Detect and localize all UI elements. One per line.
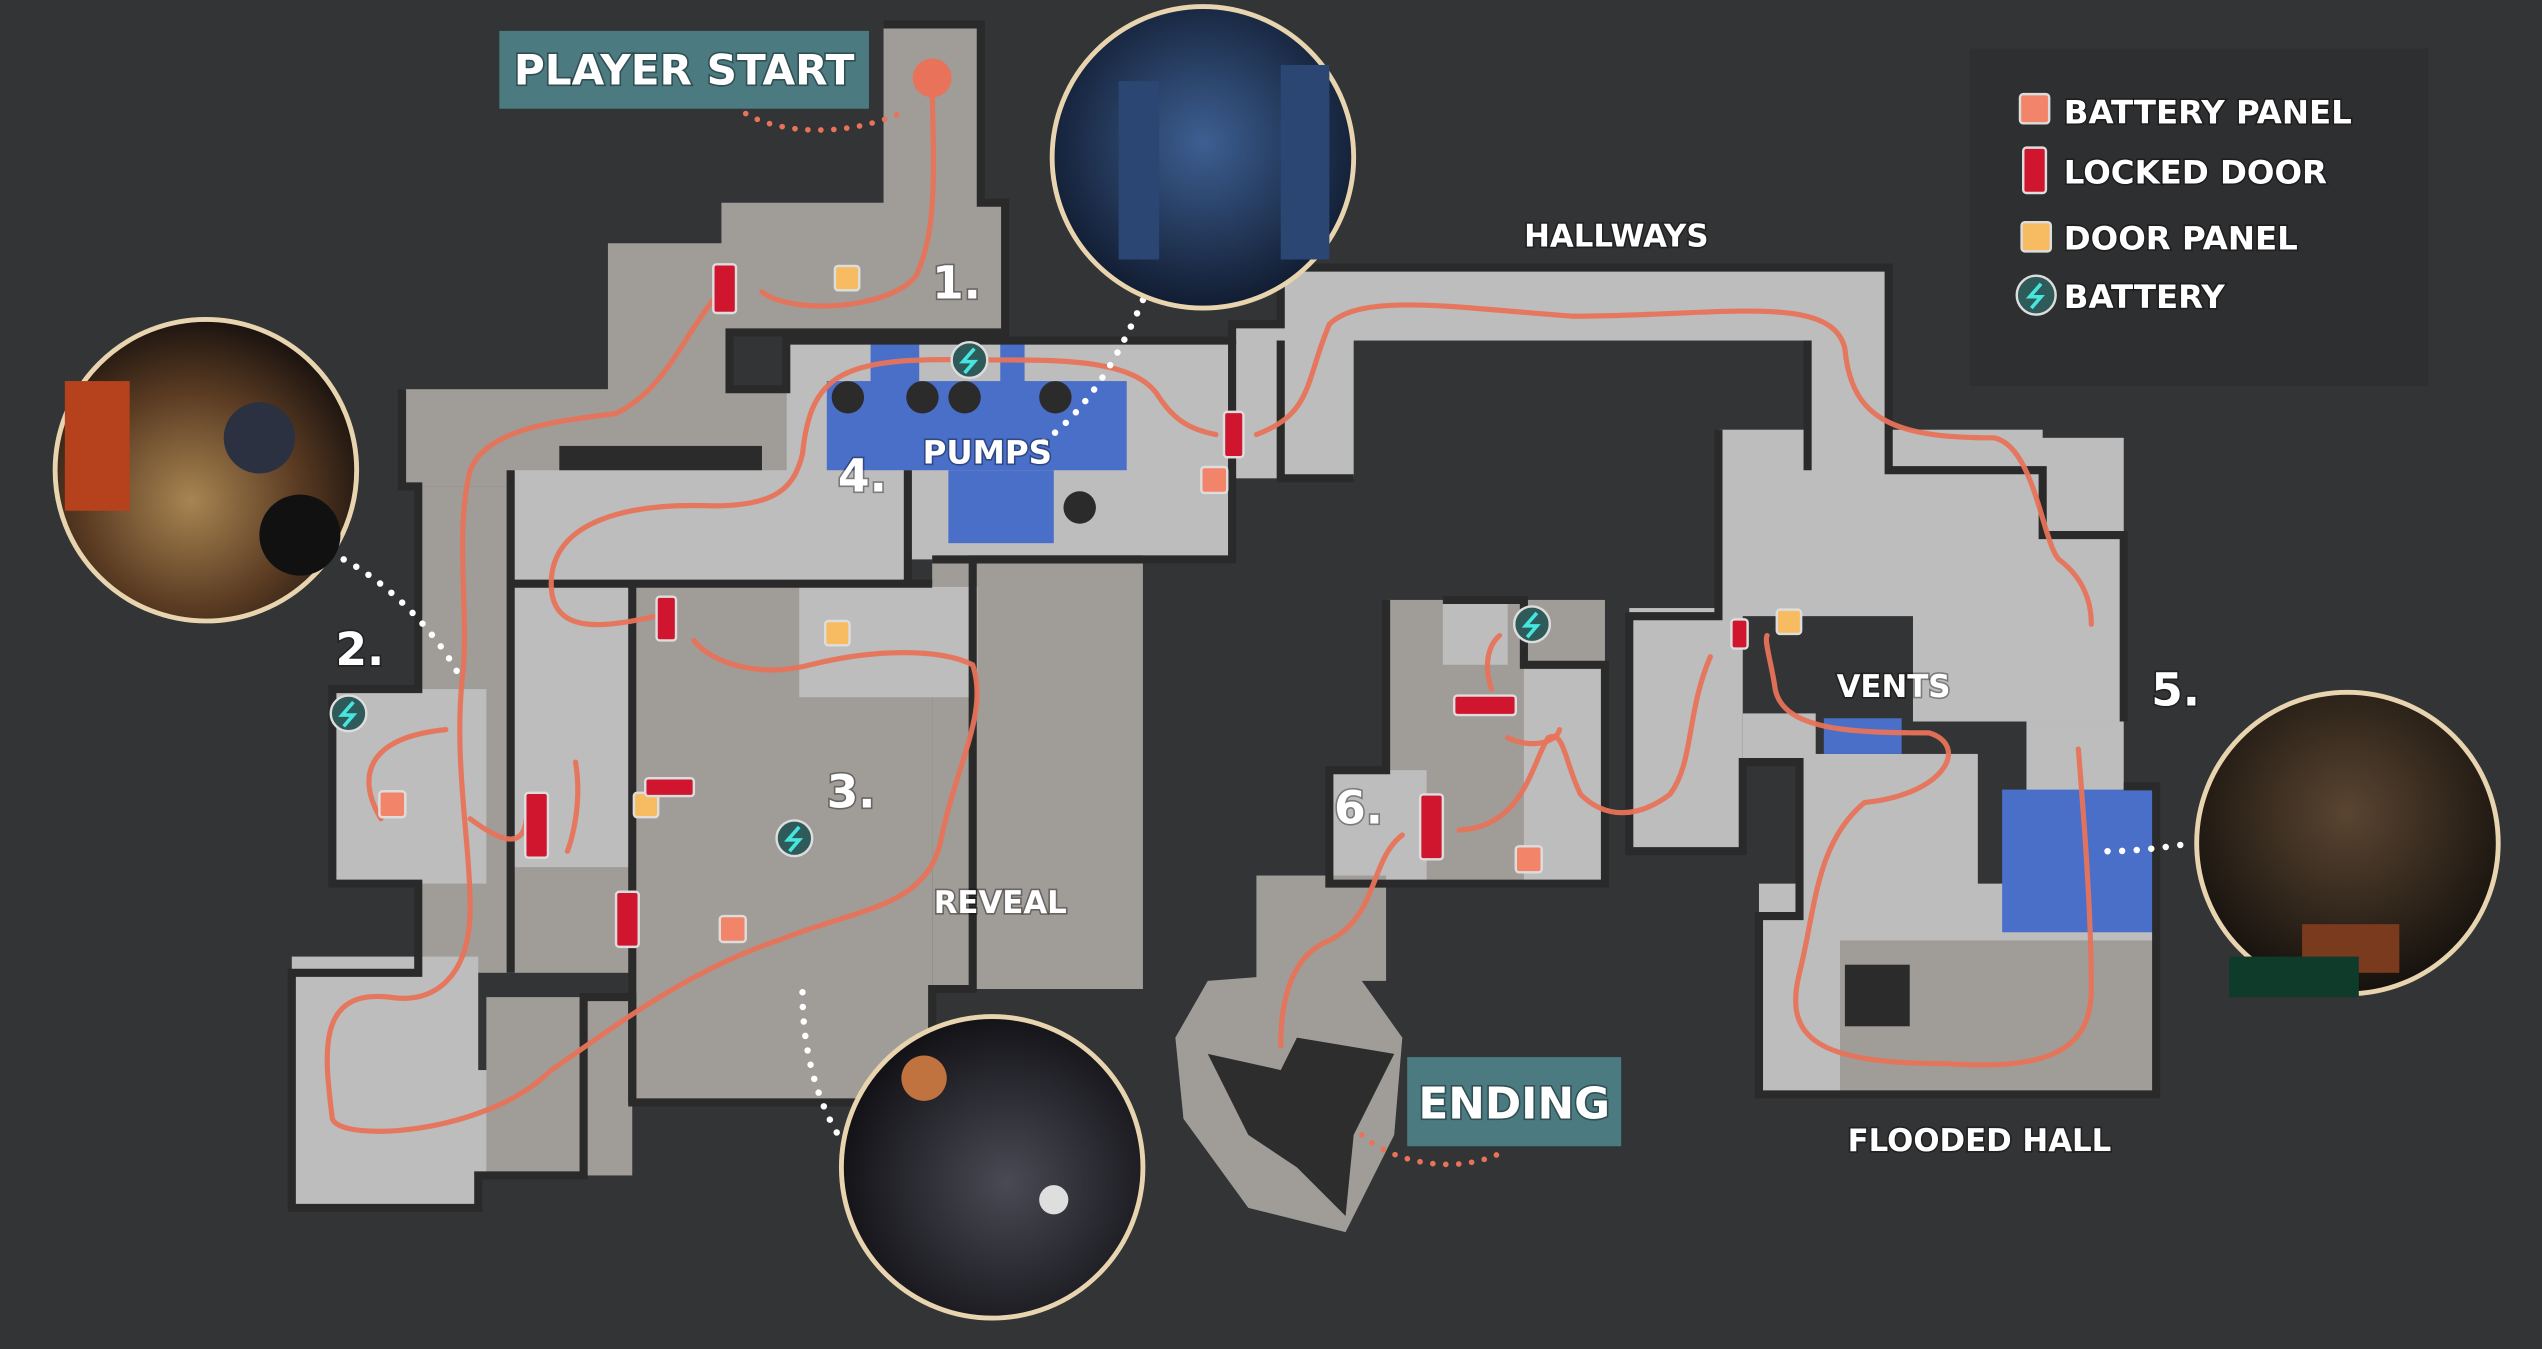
photo-leader [1034,296,1147,450]
step-1: 1. [932,256,981,309]
battery-panel-icon [2018,92,2051,125]
locked-door-icon [1452,694,1518,717]
area-label-reveal: REVEAL [934,885,1067,921]
photo-flooded-hall-thumbnail [2194,689,2501,998]
door-panel-icon [1775,608,1803,636]
locked-door-icon [644,777,696,798]
door-panel-icon [833,264,861,292]
photo-pumps-thumbnail [1049,4,1357,311]
battery-panel-icon [718,914,747,944]
player-start-marker [912,58,952,98]
photo-room2-thumbnail [52,317,360,624]
locked-door-icon [1730,618,1749,650]
locked-door-icon [1418,793,1445,861]
locked-door-icon [524,791,550,859]
battery-panel-icon [378,790,407,819]
step-4: 4. [838,449,887,502]
step-2: 2. [335,623,384,676]
player-route [324,75,2094,1168]
svg-text:ENDING: ENDING [1418,1079,1610,1130]
svg-text:BATTERY: BATTERY [2064,278,2226,316]
step-5: 5. [2151,663,2200,716]
locked-door-icon [655,595,678,642]
locked-door-icon [712,263,738,315]
battery-icon [950,340,989,380]
battery-icon [775,819,814,858]
svg-text:BATTERY PANEL: BATTERY PANEL [2064,93,2352,131]
door-panel-icon [823,619,851,647]
battery-icon [2015,274,2057,316]
locked-door-icon [1222,410,1245,459]
svg-text:DOOR PANEL: DOOR PANEL [2064,220,2298,258]
legend-item-battery: BATTERY [2015,274,2227,318]
markers [378,58,1803,949]
area-label-hallways: HALLWAYS [1524,219,1708,255]
area-label-flooded-hall: FLOODED HALL [1848,1123,2112,1159]
photo-reveal-thumbnail [838,1014,1146,1321]
batteries [329,340,1552,858]
battery-icon [329,694,368,733]
locked-door-icon [2022,146,2048,195]
svg-text:LOCKED DOOR: LOCKED DOOR [2064,153,2327,191]
legend-item-locked-door: LOCKED DOOR [2022,146,2329,195]
photo-leader [2104,839,2196,855]
player-start-label: PLAYER START [499,30,869,109]
battery-panel-icon [1200,465,1229,495]
step-3: 3. [827,765,876,818]
water-flooded-hall [2002,789,2157,933]
svg-text:PLAYER START: PLAYER START [514,45,855,94]
legend-item-door-panel: DOOR PANEL [2020,218,2299,259]
battery-panel-icon [1514,845,1543,874]
ending-label: ENDING [1407,1057,1622,1147]
photo-leader [340,556,466,685]
area-label-vents: VENTS [1837,669,1951,705]
legend: BATTERY PANEL LOCKED DOOR DOOR PANEL BAT… [1969,48,2429,386]
locked-door-icon [614,890,640,949]
step-6: 6. [1334,782,1383,835]
water-vents [1823,718,1902,754]
legend-item-battery-panel: BATTERY PANEL [2018,92,2353,133]
battery-icon [1512,605,1552,644]
door-panel-icon [2020,220,2053,253]
area-label-pumps: PUMPS [923,434,1052,472]
